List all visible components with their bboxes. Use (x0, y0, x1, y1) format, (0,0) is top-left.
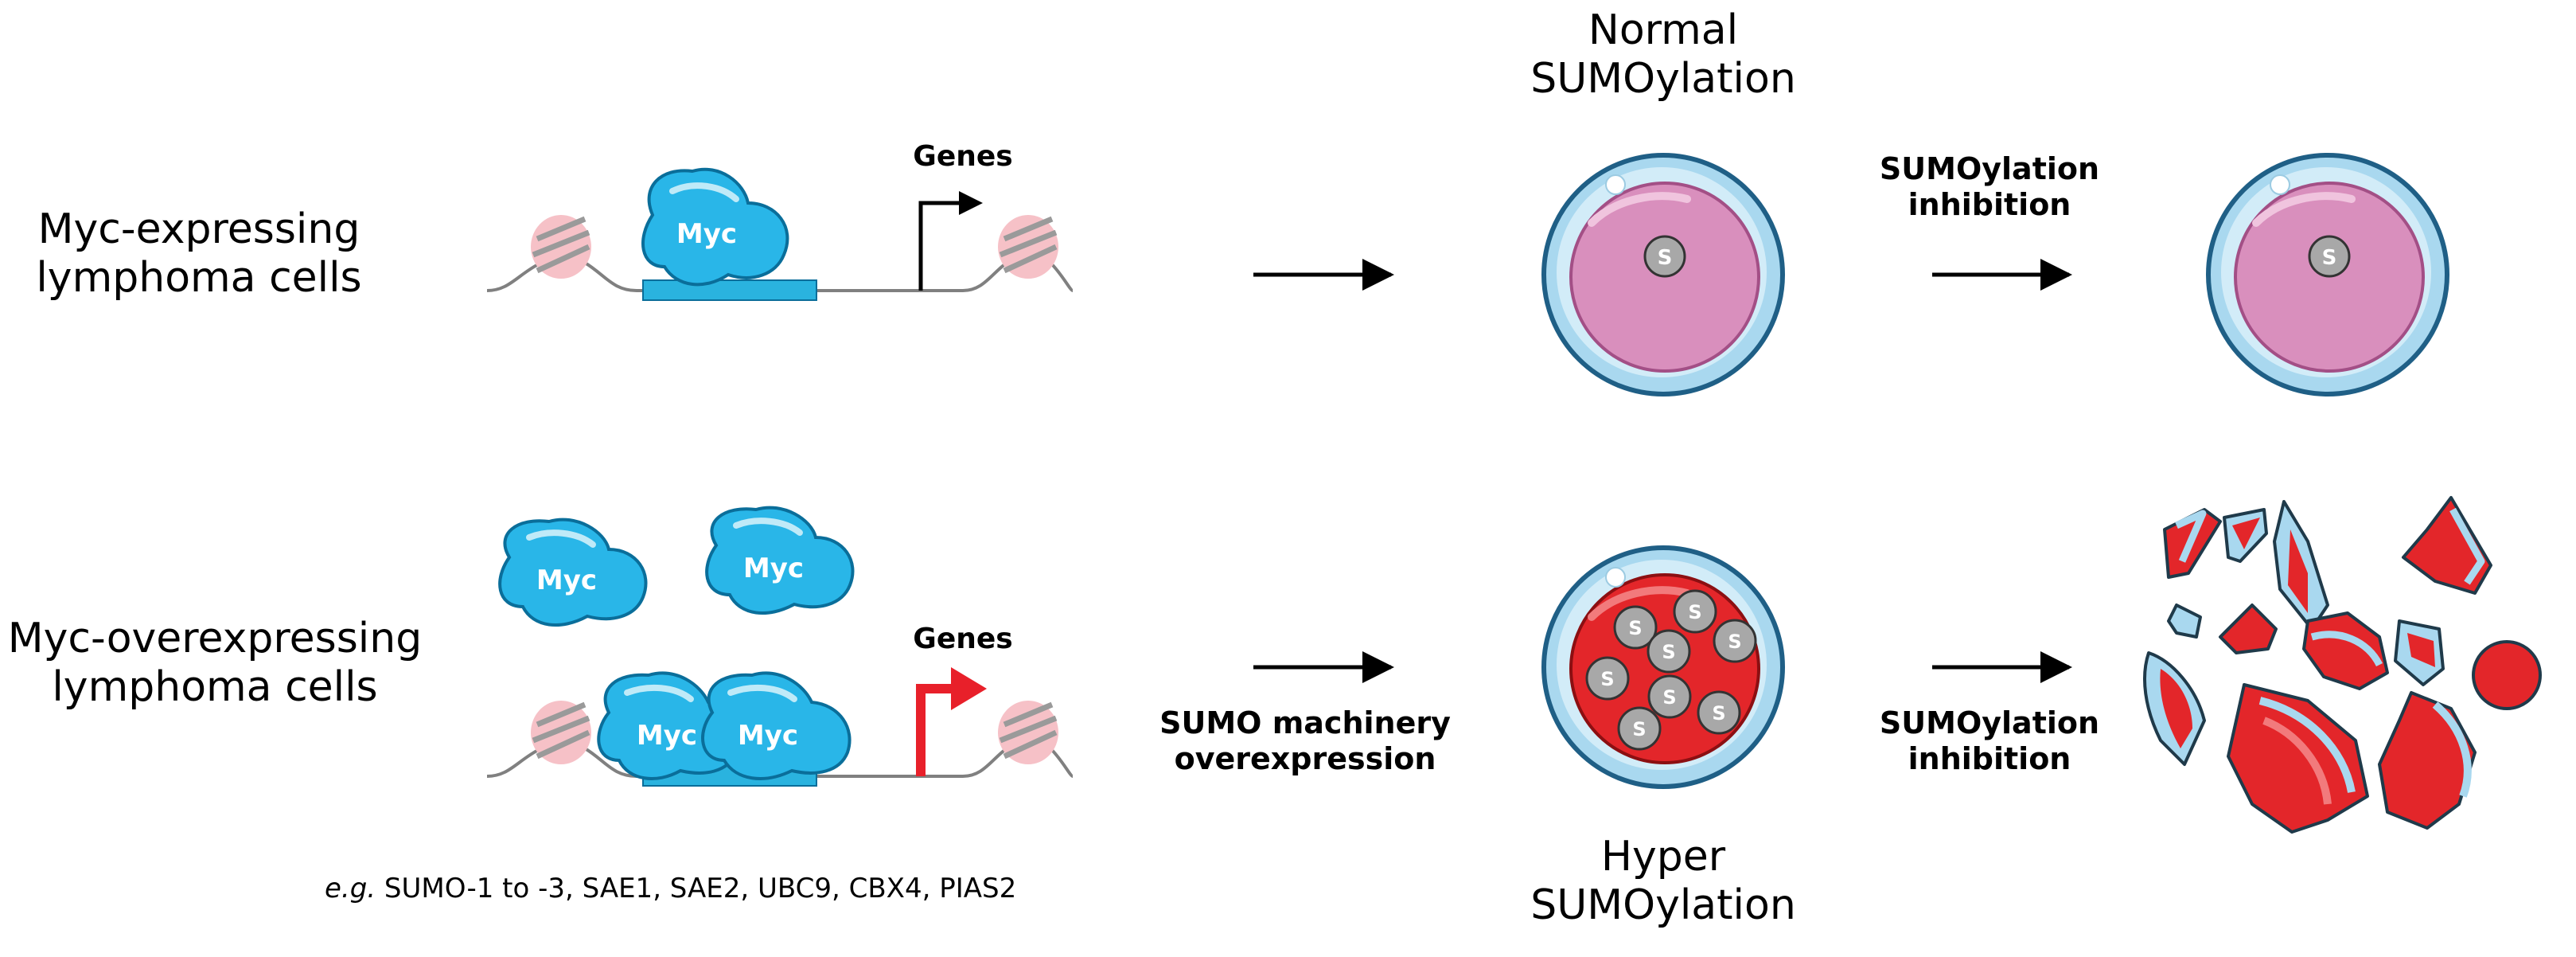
row-label-myc-overexpressing: Myc-overexpressing lymphoma cells (7, 615, 423, 712)
sumo-label-hyper-5: S (1600, 668, 1614, 690)
genes-label-top: Genes (913, 140, 1013, 173)
sumo-dots-hyper (1585, 589, 1757, 751)
sumo-label-hyper-3: S (1662, 641, 1675, 663)
sumo-label-hyper-7: S (1712, 702, 1725, 725)
sumo-dot-inhibited (2308, 235, 2351, 278)
cell-normal: S (1541, 153, 1785, 396)
myc-protein-floating-1: Myc (498, 518, 648, 627)
sumo-label-hyper-8: S (1632, 718, 1646, 740)
sumo-label-hyper-6: S (1662, 686, 1676, 709)
promoter-box-top (642, 279, 817, 301)
dna-strand-top (486, 261, 1074, 292)
myc-protein-floating-2: Myc (705, 506, 855, 615)
gene-arrow-bottom-active (916, 667, 987, 776)
myc-label-floating-2: Myc (743, 553, 804, 584)
footnote-prefix: e.g. (325, 873, 376, 904)
label-sumoylation-inhibition-top: SUMOylation inhibition (1879, 151, 2100, 222)
footnote-examples: e.g. SUMO-1 to -3, SAE1, SAE2, UBC9, CBX… (325, 873, 1016, 904)
myc-label-bound-2: Myc (738, 720, 798, 752)
sumo-label-inhibited: S (2322, 246, 2337, 270)
myc-protein-top: Myc (641, 167, 789, 287)
nucleosome-top-left (531, 215, 591, 279)
myc-protein-bound-2: Myc (701, 671, 852, 780)
label-sumoylation-inhibition-bottom: SUMOylation inhibition (1879, 705, 2100, 776)
genes-label-bottom: Genes (913, 623, 1013, 655)
cell-fragmented (2143, 496, 2542, 834)
sumo-label-normal: S (1658, 246, 1673, 270)
nucleosome-bottom-left (531, 701, 591, 764)
nucleosome-top-right (998, 215, 1058, 279)
sumo-dot-normal (1643, 235, 1686, 278)
cell-hyper: S S S S S S S S (1541, 545, 1785, 789)
myc-label-bound-1: Myc (637, 720, 697, 752)
cell-normal-inhibited: S (2206, 153, 2449, 396)
sumo-label-hyper-1: S (1628, 617, 1642, 639)
gene-arrow-top (918, 191, 983, 291)
nucleosome-bottom-right (998, 701, 1058, 764)
label-sumo-machinery-overexpression: SUMO machinery overexpression (1159, 705, 1451, 776)
sumo-label-hyper-2: S (1688, 601, 1701, 623)
myc-label-floating-1: Myc (536, 564, 597, 596)
myc-label-top: Myc (676, 218, 737, 250)
sumo-label-hyper-4: S (1728, 631, 1741, 653)
row-label-myc-expressing: Myc-expressing lymphoma cells (36, 205, 362, 303)
state-label-hyper: Hyper SUMOylation (1530, 833, 1796, 930)
state-label-normal: Normal SUMOylation (1530, 6, 1796, 104)
footnote-text: SUMO-1 to -3, SAE1, SAE2, UBC9, CBX4, PI… (376, 873, 1017, 904)
